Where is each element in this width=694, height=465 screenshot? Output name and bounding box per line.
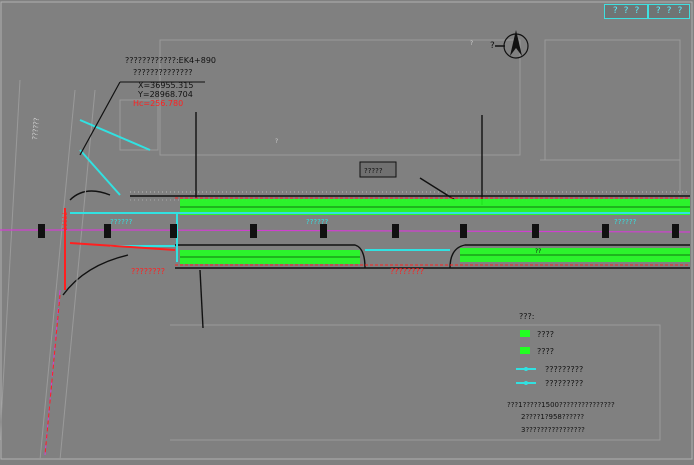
marker <box>170 224 177 238</box>
title-block-cell-1: ? ? ? <box>604 4 648 19</box>
marker <box>672 224 679 238</box>
building-block-south <box>170 324 661 441</box>
legend-note-3: 3???????????????? <box>521 426 585 434</box>
leader-line-4 <box>419 177 456 201</box>
annotation-line-3: X=36955.315 <box>138 81 193 90</box>
left-road-line-c <box>59 89 96 461</box>
cyan-pipes <box>70 119 690 262</box>
marker <box>250 224 257 238</box>
red-vertical-label: ????? <box>60 212 68 231</box>
cyan-line-diag-2 <box>79 119 151 151</box>
green-strip-hatching <box>180 206 690 258</box>
annotation-line-2: ?????????????? <box>133 68 192 77</box>
segment-label-mid: ?????? <box>306 218 329 226</box>
road-name-label: ????? <box>364 167 383 175</box>
legend-note-1: ???1?????1500??????????????? <box>507 401 615 409</box>
marker <box>532 224 539 238</box>
legend-dot-1 <box>524 367 528 371</box>
legend: ???: ???? ???? ????????? ????????? ???1?… <box>507 312 615 434</box>
red-dashed-vertical <box>44 294 61 456</box>
vertical-road-label: ?????? <box>31 117 41 140</box>
bottom-label-mid: ???????? <box>390 267 424 276</box>
marker <box>104 224 111 238</box>
left-road-lines <box>0 79 96 461</box>
left-road-line-b <box>39 89 76 461</box>
legend-title: ???: <box>519 312 534 321</box>
legend-item-3: ????????? <box>545 365 583 374</box>
building-block-north <box>159 39 521 156</box>
marker <box>460 224 467 238</box>
red-lines <box>44 197 690 456</box>
building-outlines <box>119 39 681 441</box>
legend-swatch-1 <box>520 330 530 337</box>
annotation-block: ????????????:EK4+890 ?????????????? X=36… <box>125 56 216 108</box>
bottom-label-left: ???????? <box>131 267 165 276</box>
leader-line-3 <box>199 269 204 329</box>
legend-swatch-2 <box>520 347 530 354</box>
road-edges <box>62 112 690 329</box>
curb-curve-sw <box>62 254 129 296</box>
legend-item-2: ???? <box>537 347 554 356</box>
legend-item-4: ????????? <box>545 379 583 388</box>
left-road-line-a <box>0 79 21 441</box>
misc-label-north: ? <box>490 41 495 51</box>
road-name-box <box>359 161 397 178</box>
marker <box>602 224 609 238</box>
misc-label-2: ? <box>470 40 473 47</box>
legend-item-1: ???? <box>537 330 554 339</box>
north-arrow-icon <box>495 30 529 59</box>
strip-centerline <box>180 206 690 258</box>
building-small-west <box>119 99 159 151</box>
cyan-line-diag-nw <box>79 149 121 196</box>
misc-label-3: ? <box>275 138 278 145</box>
misc-label-4: ?? <box>535 248 541 255</box>
pole-markers <box>38 224 679 238</box>
legend-note-2: 2????1?958?????? <box>521 413 584 421</box>
annotation-leader <box>79 81 121 156</box>
marker <box>320 224 327 238</box>
annotation-line-1: ????????????:EK4+890 <box>125 56 216 65</box>
red-line-west <box>69 242 176 251</box>
curb-curve-nw <box>69 190 111 201</box>
segment-label-left: ?????? <box>110 218 133 226</box>
title-block-cell-2: ? ? ? <box>648 4 690 19</box>
building-edge-east <box>540 159 681 195</box>
segment-label-right: ?????? <box>614 218 637 226</box>
median-left <box>175 244 366 269</box>
marker <box>38 224 45 238</box>
marker <box>392 224 399 238</box>
median-right <box>449 244 690 269</box>
annotation-line-4: Y=28968.704 <box>137 90 193 99</box>
annotation-line-5: Hc=256.780 <box>133 99 183 108</box>
legend-dot-2 <box>524 381 528 385</box>
